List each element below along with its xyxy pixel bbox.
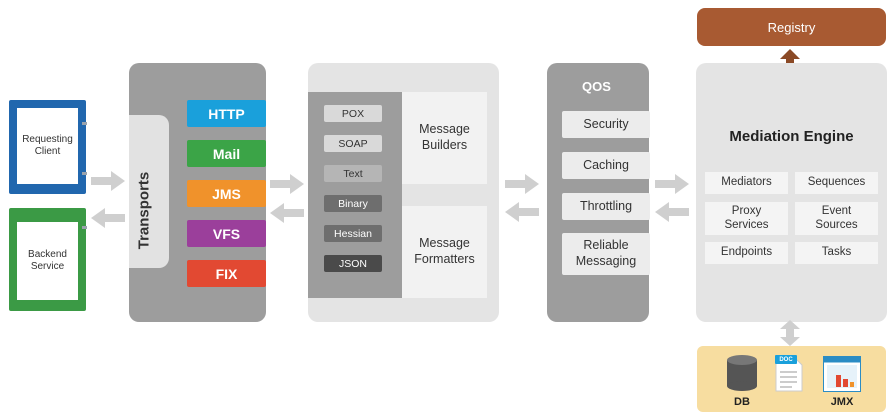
jmx-chart-icon [823, 356, 861, 392]
protocol-http: HTTP [187, 100, 266, 127]
protocol-mail: Mail [187, 140, 266, 167]
double-arrow-vertical-icon [780, 320, 800, 346]
format-pox: POX [324, 105, 382, 122]
mediation-endpoints: Endpoints [705, 242, 788, 264]
requesting-client-box: Requesting Client [9, 100, 86, 194]
backend-service-box: Backend Service [9, 208, 86, 311]
message-builders-box: Message Builders [402, 92, 487, 184]
registry-box: Registry [697, 8, 886, 46]
protocol-fix: FIX [187, 260, 266, 287]
qos-security: Security [562, 111, 650, 138]
arrow-right-icon [505, 174, 539, 194]
requesting-client-label: Requesting Client [17, 108, 78, 184]
requesting-client-tick-2 [82, 172, 87, 175]
mediation-proxy-services: Proxy Services [705, 202, 788, 235]
mediation-mediators: Mediators [705, 172, 788, 194]
qos-caching: Caching [562, 152, 650, 179]
arrow-left-icon [655, 202, 689, 222]
transports-tab [129, 115, 169, 268]
qos-panel [547, 63, 649, 322]
qos-title: QOS [582, 79, 611, 94]
storage-jmx-label: JMX [830, 396, 854, 408]
qos-throttling: Throttling [562, 193, 650, 220]
backend-service-tick [82, 226, 87, 229]
storage-db-label: DB [734, 396, 750, 408]
arrow-left-icon [270, 203, 304, 223]
protocol-vfs: VFS [187, 220, 266, 247]
mediation-tasks: Tasks [795, 242, 878, 264]
format-hessian: Hessian [324, 225, 382, 242]
protocol-jms: JMS [187, 180, 266, 207]
mediation-event-sources: Event Sources [795, 202, 878, 235]
format-binary: Binary [324, 195, 382, 212]
database-icon [727, 355, 757, 391]
backend-service-label: Backend Service [17, 222, 78, 300]
arrow-left-icon [91, 208, 125, 228]
mediation-engine-title: Mediation Engine [729, 127, 854, 145]
arrow-right-icon [91, 171, 125, 191]
doc-badge-label: DOC [779, 356, 793, 363]
format-soap: SOAP [324, 135, 382, 152]
transports-title: Transports [135, 171, 153, 249]
mediation-sequences: Sequences [795, 172, 878, 194]
message-formatters-box: Message Formatters [402, 206, 487, 298]
qos-reliable-messaging: Reliable Messaging [562, 233, 650, 275]
arrow-left-icon [505, 202, 539, 222]
format-json: JSON [324, 255, 382, 272]
arrow-right-icon [655, 174, 689, 194]
format-text: Text [324, 165, 382, 182]
arrow-right-icon [270, 174, 304, 194]
doc-badge: DOC [775, 355, 797, 364]
requesting-client-tick-1 [82, 122, 87, 125]
